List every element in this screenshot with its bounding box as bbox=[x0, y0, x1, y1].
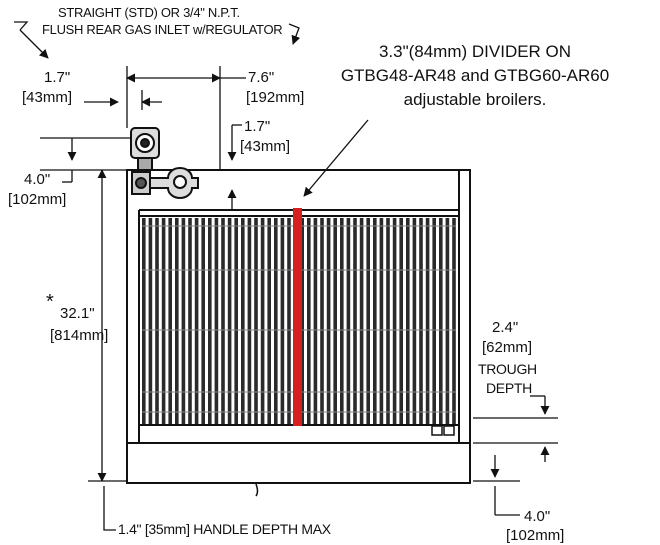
grate-bar bbox=[208, 218, 212, 424]
asterisk-note-marker: * bbox=[46, 291, 54, 313]
grate-bar bbox=[333, 218, 337, 424]
dim-32-1-inches: 32.1" bbox=[60, 305, 95, 322]
divider-note-line2: GTBG48-AR48 and GTBG60-AR60 bbox=[340, 66, 610, 85]
dim-7-6-mm: [192mm] bbox=[246, 89, 305, 106]
grate-bar bbox=[340, 218, 344, 424]
grate-bar bbox=[313, 218, 318, 424]
grate-bar bbox=[221, 218, 225, 424]
grate-bar bbox=[386, 218, 390, 424]
dim-4-0-top-mm: [102mm] bbox=[8, 191, 67, 208]
grate-bar bbox=[274, 218, 278, 424]
inlet-label-line2: FLUSH REAR GAS INLET w/REGULATOR bbox=[42, 22, 283, 37]
grate-bar bbox=[452, 218, 456, 424]
grate-bar bbox=[366, 218, 370, 424]
dim-4-0-bottom-mm: [102mm] bbox=[506, 527, 565, 544]
grate-bar bbox=[307, 218, 311, 424]
grate-bar bbox=[346, 218, 351, 424]
grate-bar bbox=[227, 218, 232, 424]
handle-outline bbox=[255, 483, 259, 497]
trough-depth-inches: 2.4" bbox=[492, 319, 519, 336]
dim-4-0-top-inches: 4.0" bbox=[24, 171, 51, 188]
grate-bar bbox=[287, 218, 291, 424]
grate-bar bbox=[168, 218, 172, 424]
grate-bar bbox=[419, 218, 423, 424]
dim-1-7-right-mm: [43mm] bbox=[240, 138, 291, 155]
grate-bar bbox=[155, 218, 159, 424]
grate-bar bbox=[161, 218, 166, 424]
grate-bar bbox=[392, 218, 397, 424]
trough-label: TROUGH bbox=[478, 361, 537, 377]
dim-4-0-bottom-inches: 4.0" bbox=[524, 508, 551, 525]
gas-regulator-icon bbox=[130, 127, 199, 199]
dimension-lines bbox=[14, 21, 558, 531]
dim-32-1-mm: [814mm] bbox=[50, 327, 109, 344]
trough-depth-mm: [62mm] bbox=[482, 339, 533, 356]
broiler-grate bbox=[142, 218, 456, 424]
grate-bar bbox=[399, 218, 403, 424]
grate-bar bbox=[326, 218, 331, 424]
grate-bar bbox=[280, 218, 285, 424]
grate-bar bbox=[412, 218, 417, 424]
grate-bar bbox=[379, 218, 384, 424]
grate-bar bbox=[201, 218, 205, 424]
grate-bar bbox=[181, 218, 186, 424]
grate-bar bbox=[188, 218, 192, 424]
handle-depth-note: 1.4" [35mm] HANDLE DEPTH MAX bbox=[118, 521, 331, 537]
grate-bar bbox=[267, 218, 271, 424]
dim-7-6-inches: 7.6" bbox=[248, 69, 275, 86]
divider-note-line1: 3.3"(84mm) DIVIDER ON bbox=[378, 42, 572, 61]
depth-label: DEPTH bbox=[486, 380, 532, 396]
grate-bar bbox=[214, 218, 219, 424]
grate-bar bbox=[373, 218, 377, 424]
grate-bar bbox=[320, 218, 324, 424]
grate-bar bbox=[142, 218, 146, 424]
grate-bar bbox=[234, 218, 238, 424]
grate-bar bbox=[175, 218, 179, 424]
trough-detail bbox=[431, 425, 455, 436]
divider-bar bbox=[293, 208, 302, 426]
grate-bar bbox=[194, 218, 199, 424]
grate-bar bbox=[359, 218, 364, 424]
grate-bar bbox=[148, 218, 153, 424]
grate-bar bbox=[247, 218, 252, 424]
grate-bar bbox=[432, 218, 436, 424]
divider-note-line3: adjustable broilers. bbox=[403, 90, 547, 109]
dim-1-7-top-mm: [43mm] bbox=[22, 89, 73, 106]
grate-bar bbox=[260, 218, 265, 424]
dim-1-7-right-inches: 1.7" bbox=[244, 118, 271, 135]
grate-bar bbox=[439, 218, 443, 424]
dim-1-7-top-inches: 1.7" bbox=[44, 69, 71, 86]
grate-bar bbox=[300, 218, 304, 424]
grate-bar bbox=[241, 218, 245, 424]
inlet-label-line1: STRAIGHT (STD) OR 3/4" N.P.T. bbox=[58, 5, 240, 20]
grate-bar bbox=[254, 218, 258, 424]
grate-bar bbox=[406, 218, 410, 424]
grate-bar bbox=[353, 218, 357, 424]
grate-bar bbox=[445, 218, 450, 424]
grate-bar bbox=[425, 218, 430, 424]
